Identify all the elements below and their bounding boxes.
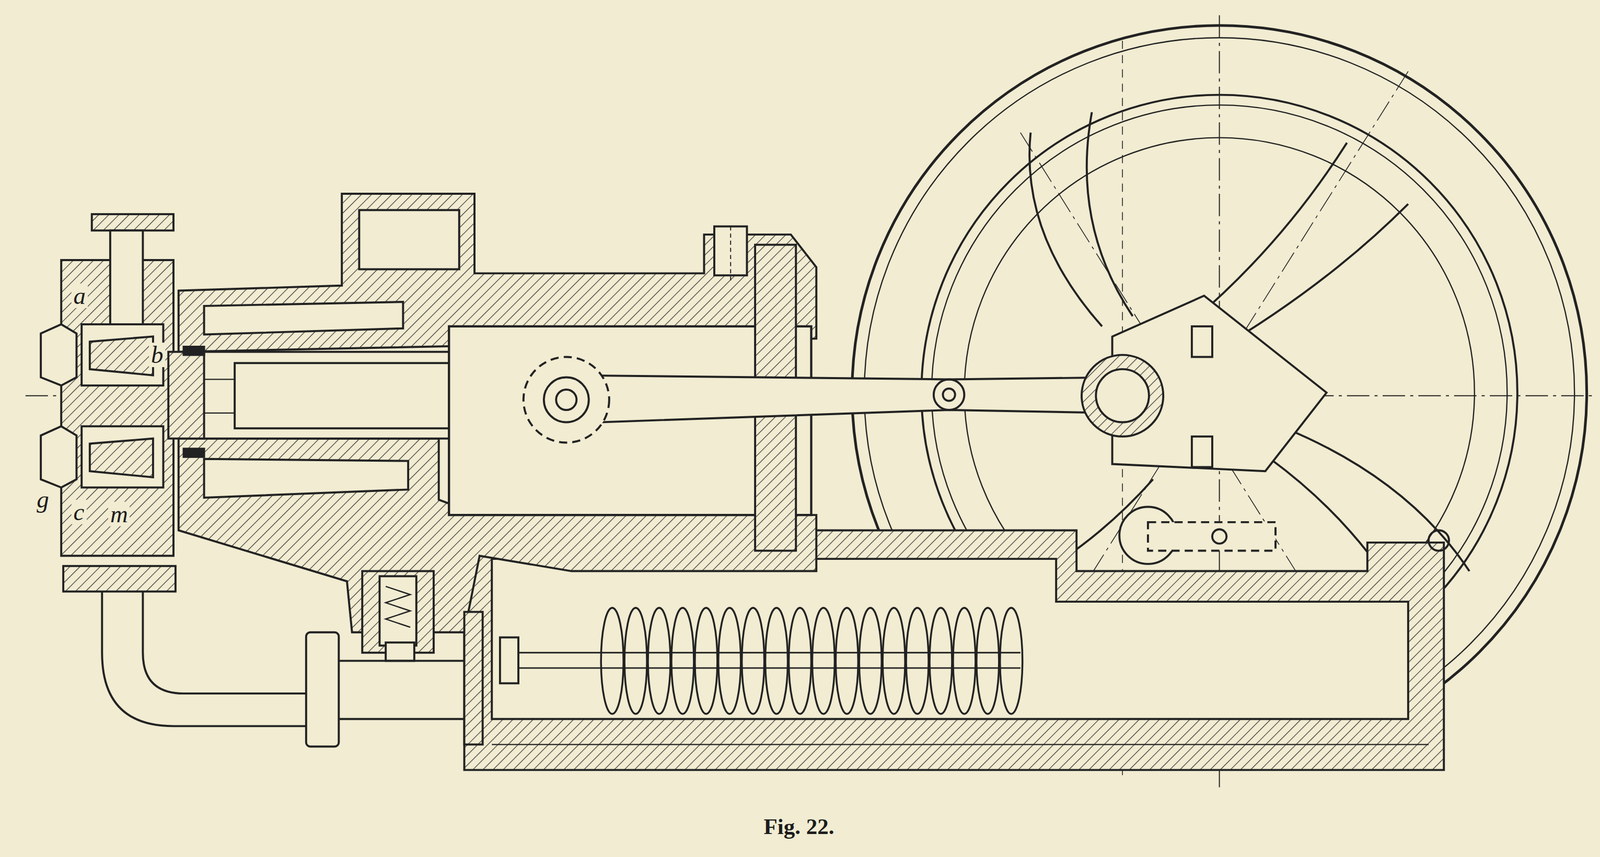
part-letter: g [34, 487, 51, 513]
part-letter: b [148, 342, 166, 368]
figure-caption: Fig. 22. [763, 816, 835, 839]
part-letter: a [71, 283, 88, 309]
part-letter: c [71, 500, 87, 525]
part-letter: m [108, 502, 131, 527]
